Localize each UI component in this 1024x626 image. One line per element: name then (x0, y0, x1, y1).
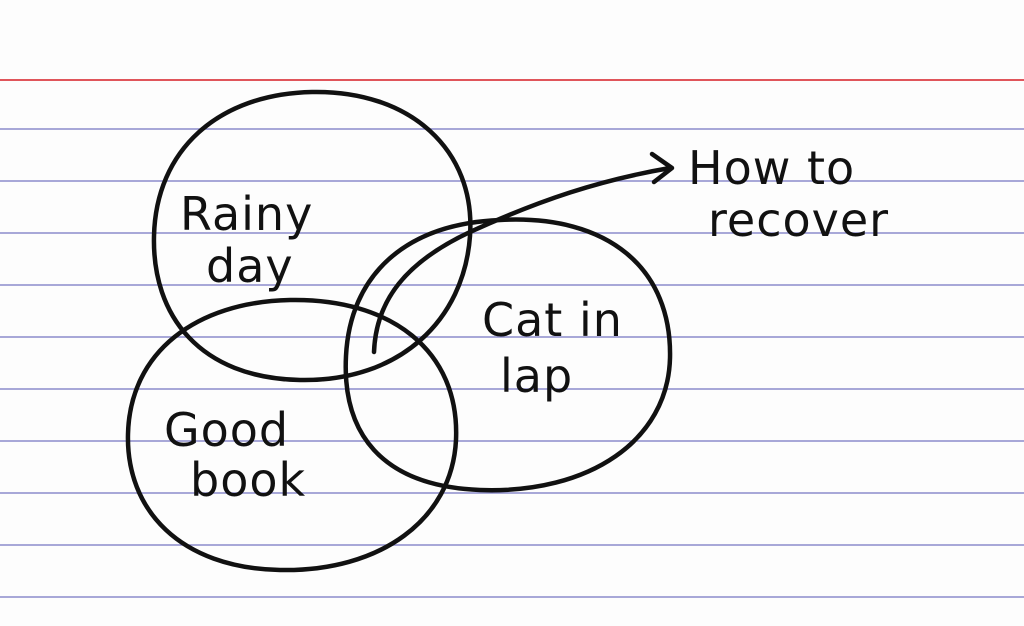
rule-lines (0, 79, 1024, 598)
arrow-head-icon (649, 151, 675, 185)
good-book-label: book (190, 453, 306, 507)
rainy-day-label: day (206, 239, 294, 293)
rainy-day-circle (151, 89, 473, 383)
rainy-day-label: Rainy (180, 187, 313, 241)
callout-arrow-line (371, 165, 673, 355)
cat-in-lap-circle (343, 217, 673, 493)
cat-in-lap-label: lap (500, 349, 573, 403)
good-book-label: Good (164, 403, 289, 457)
how-to-recover-label: recover (708, 193, 889, 247)
how-to-recover-label: How to (688, 141, 855, 195)
good-book-circle (125, 297, 459, 573)
cat-in-lap-label: Cat in (482, 293, 623, 347)
